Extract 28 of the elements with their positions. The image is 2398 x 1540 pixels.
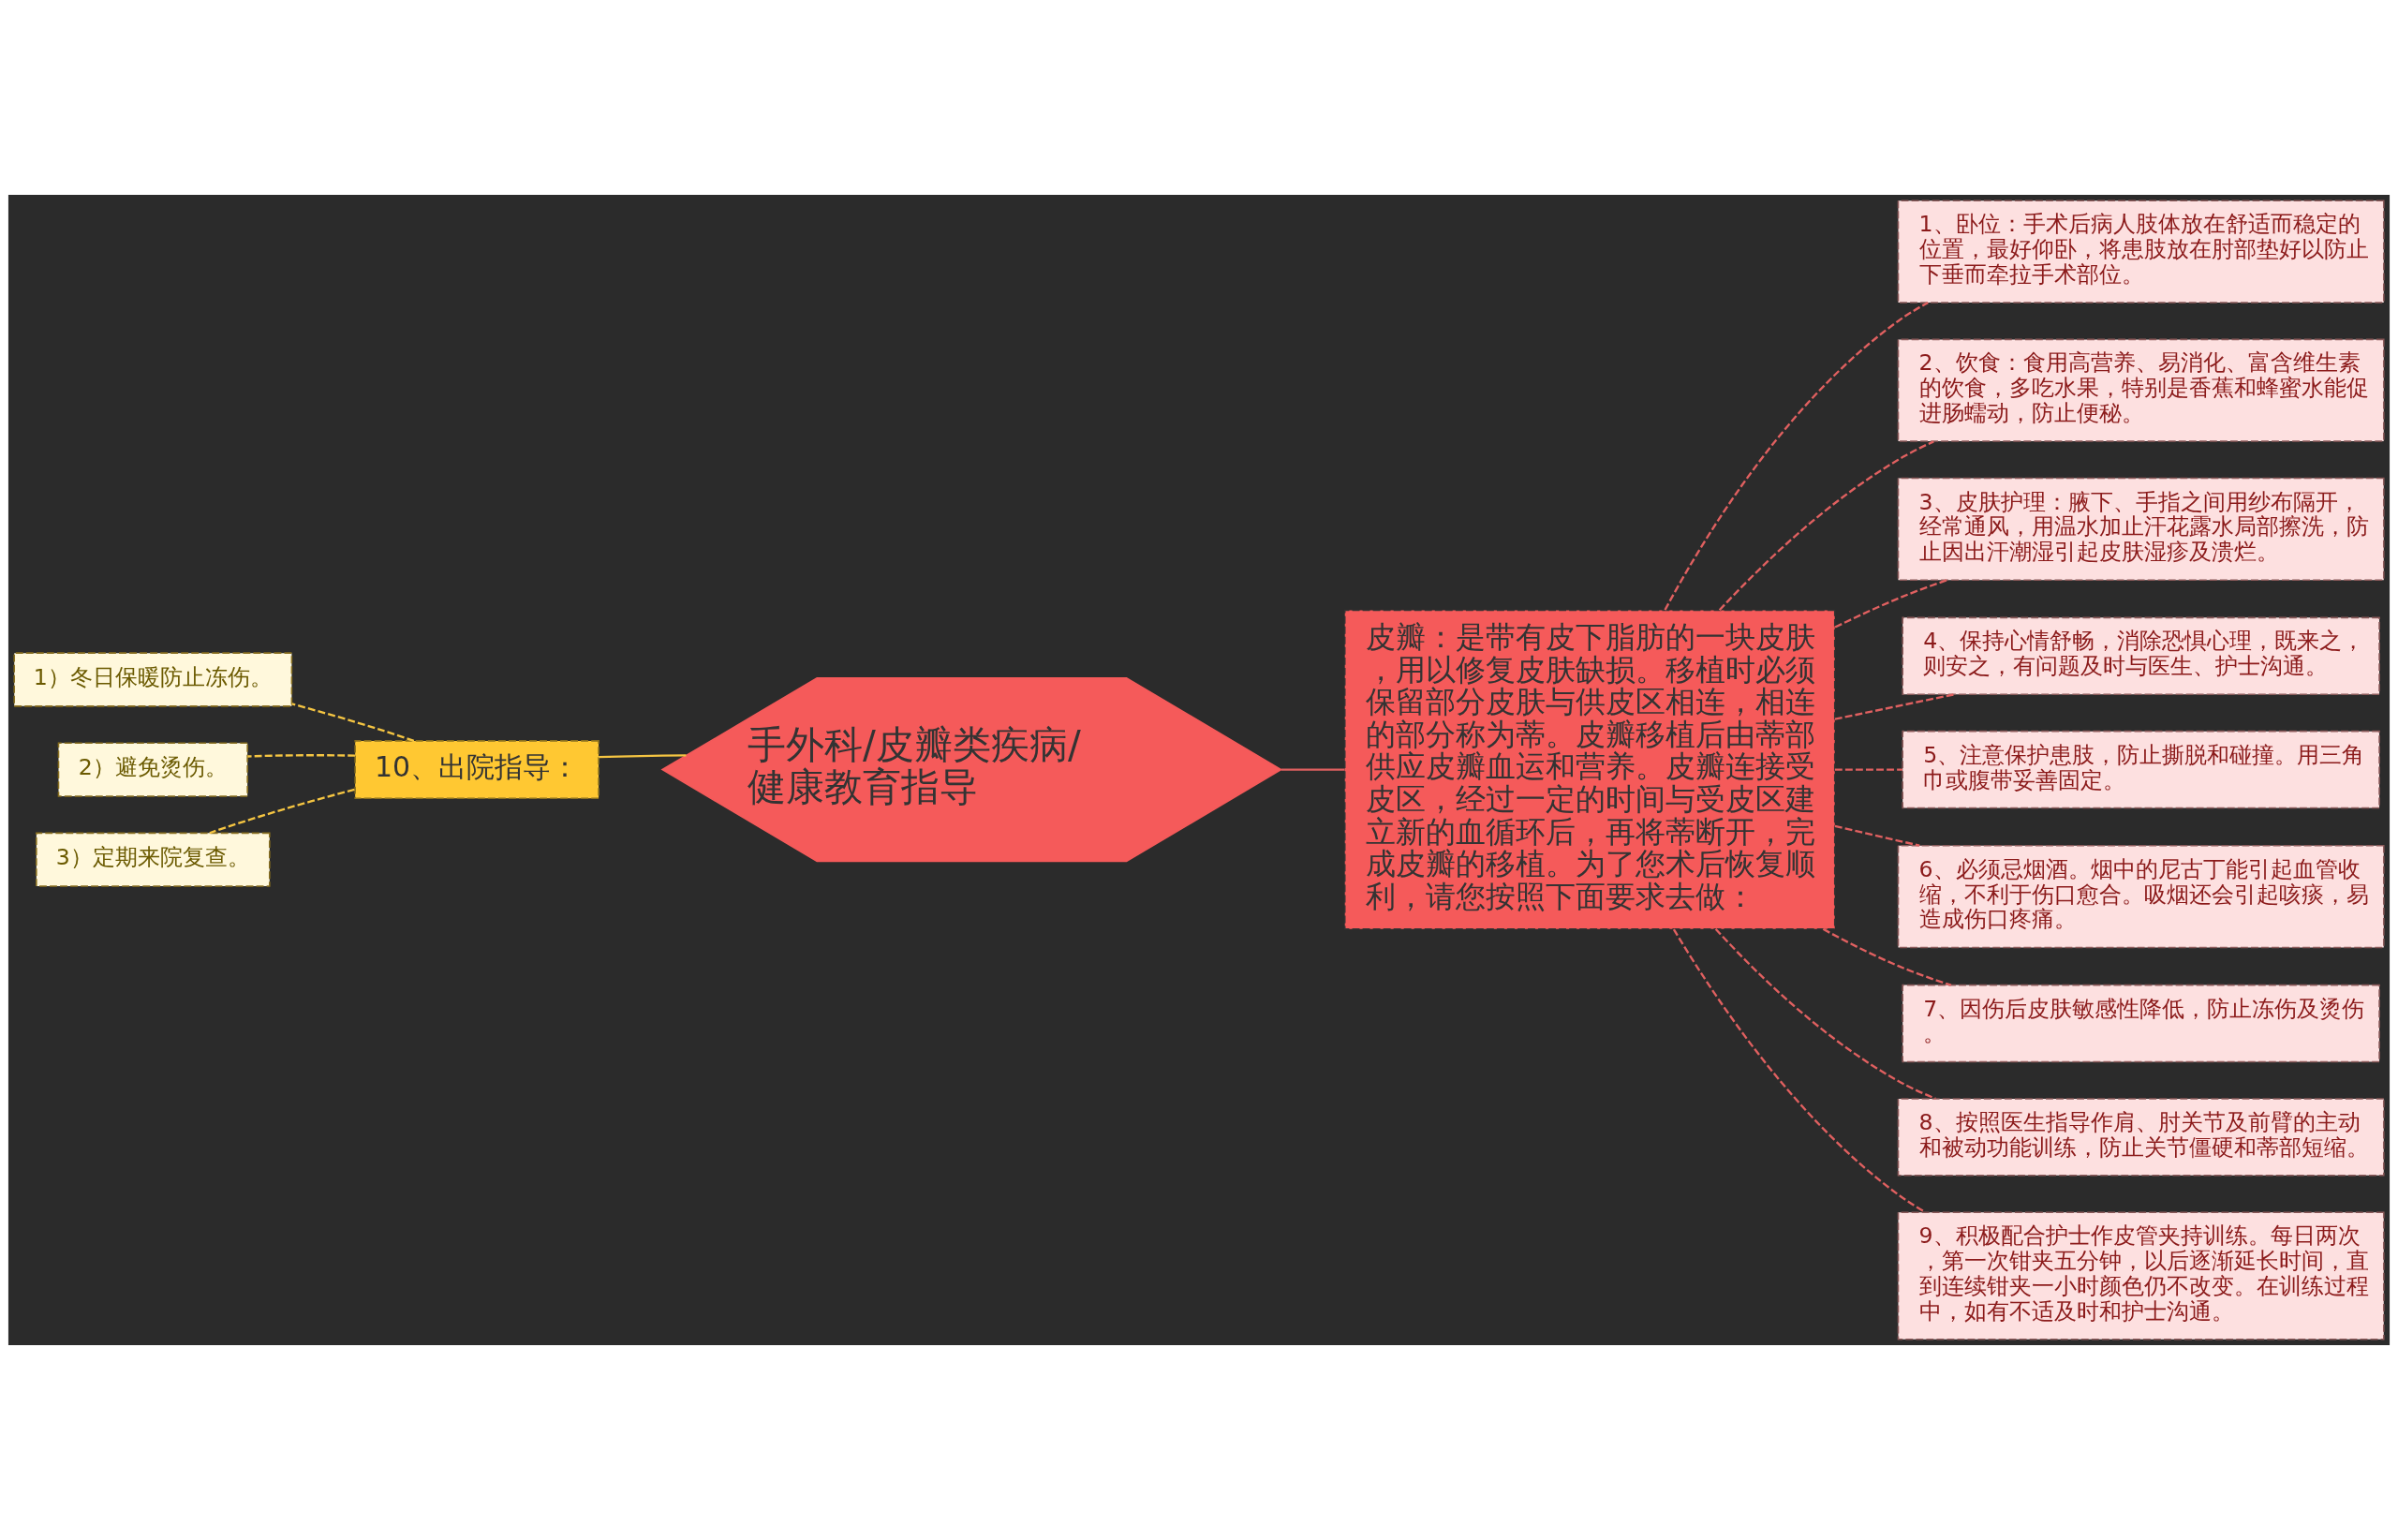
node-box: 7、因伤后皮肤敏感性降低，防止冻伤及烫伤。 [1902, 984, 2380, 1063]
node-box: 10、出院指导： [354, 740, 600, 800]
connector [1834, 768, 1903, 771]
node-box: 5、注意保护患肢，防止撕脱和碰撞。用三角巾或腹带妥善固定。 [1902, 730, 2380, 809]
node-box: 2、饮食：食用高营养、易消化、富含维生素的饮食，多吃水果，特别是香蕉和蜂蜜水能促进肠蠕动，防止便秘。 [1897, 338, 2385, 442]
connector [1664, 302, 1929, 611]
node-box: 4、保持心情舒畅，消除恐惧心理，既来之，则安之，有问题及时与医生、护士沟通。 [1902, 616, 2380, 696]
connector [247, 754, 355, 758]
connector [599, 754, 687, 759]
connector [1822, 927, 1952, 986]
connector [291, 703, 415, 742]
node-box: 6、必须忌烟酒。烟中的尼古丁能引起血管收缩，不利于伤口愈合。吸烟还会引起咳痰，易造成伤口疼痛。 [1897, 844, 2385, 949]
node-box: 皮瓣：是带有皮下脂肪的一块皮肤，用以修复皮肤缺损。移植时必须保留部分皮肤与供皮区相连，相连的部分称为蒂。皮瓣移植后由蒂部供应皮瓣血运和营养。皮瓣连接受皮区，经过一定的时间与受皮区建立新的血循环后，再将蒂断开，完成皮瓣的移植。为了您术后恢复顺利，请您按照下面要求去做： [1343, 609, 1836, 930]
connector [1834, 693, 1955, 720]
connector [1718, 440, 1934, 612]
connector [1672, 928, 1926, 1213]
node-box: 1）冬日保暖防止冻伤。 [13, 652, 293, 707]
node-box: 2）避免烫伤。 [57, 742, 248, 797]
node-box: 3）定期来院复查。 [36, 832, 271, 887]
node-box: 1、卧位：手术后病人肢体放在舒适而稳定的位置，最好仰卧，将患肢放在肘部垫好以防止下垂而牵拉手术部位。 [1897, 200, 2385, 304]
node-box: 9、积极配合护士作皮管夹持训练。每日两次，第一次钳夹五分钟，以后逐渐延长时间，直到连续钳夹一小时颜色仍不改变。在训练过程中，如有不适及时和护士沟通。 [1897, 1211, 2385, 1340]
node-box: 3、皮肤护理：腋下、手指之间用纱布隔开，经常通风，用温水加止汗花露水局部擦洗，防止因出汗潮湿引起皮肤湿疹及溃烂。 [1897, 477, 2385, 581]
connector [1834, 579, 1948, 629]
connector [1834, 824, 1920, 847]
connector [1280, 768, 1345, 771]
node-box: 8、按照医生指导作肩、肘关节及前臂的主动和被动功能训练，防止关节僵硬和蒂部短缩。 [1897, 1098, 2385, 1177]
connector [1714, 927, 1936, 1100]
connector [209, 788, 355, 835]
